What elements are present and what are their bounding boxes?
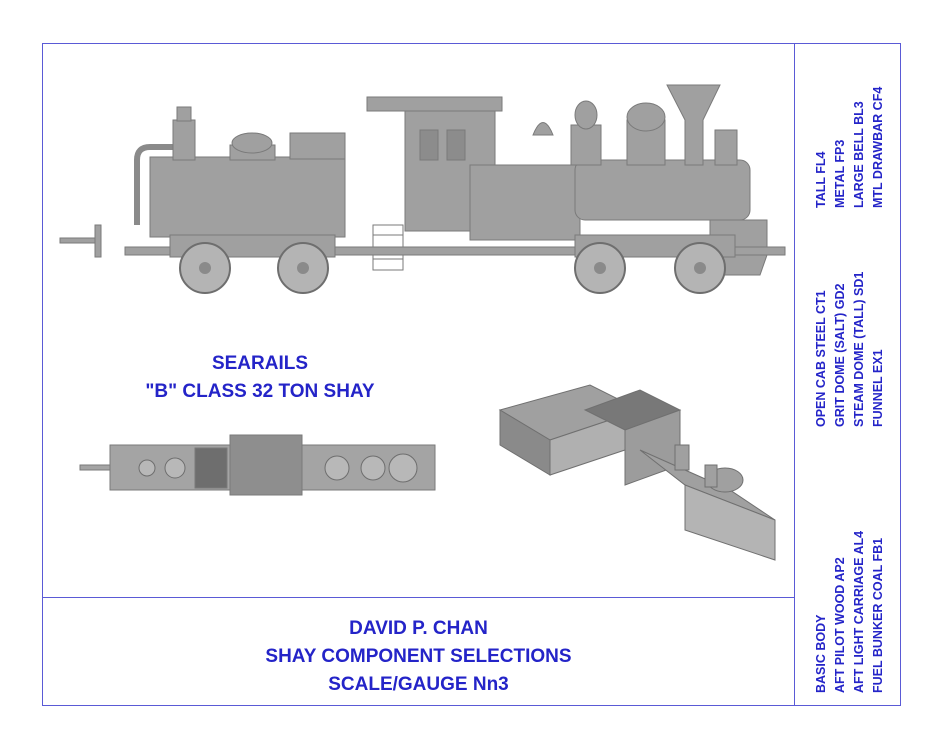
model-title: SEARAILS "B" CLASS 32 TON SHAY <box>110 350 410 406</box>
component-item: BASIC BODY <box>814 614 828 693</box>
component-item: OPEN CAB STEEL CT1 <box>814 290 828 427</box>
model-line-1: SEARAILS <box>211 353 309 374</box>
component-group-3: BASIC BODY AFT PILOT WOOD AP2 AFT LIGHT … <box>812 531 888 693</box>
component-group-1: TALL FL4 METAL FP3 LARGE BELL BL3 MTL DR… <box>812 87 888 208</box>
component-column-divider <box>794 43 795 706</box>
drawing-subject: SHAY COMPONENT SELECTIONS <box>265 646 572 667</box>
sheet-border <box>42 43 901 706</box>
plan-view <box>79 434 436 496</box>
isometric-view <box>498 384 776 561</box>
component-item: STEAM DOME (TALL) SD1 <box>852 271 866 427</box>
component-item: FUEL BUNKER COAL FB1 <box>871 537 885 693</box>
component-item: FUNNEL EX1 <box>871 349 885 427</box>
model-line-2: "B" CLASS 32 TON SHAY <box>145 381 375 402</box>
component-item: LARGE BELL BL3 <box>852 101 866 208</box>
component-item: GRIT DOME (SALT) GD2 <box>833 283 847 427</box>
component-item: AFT PILOT WOOD AP2 <box>833 557 847 693</box>
component-group-2: OPEN CAB STEEL CT1 GRIT DOME (SALT) GD2 … <box>812 272 888 427</box>
component-item: AFT LIGHT CARRIAGE AL4 <box>852 530 866 693</box>
title-block-divider <box>42 597 795 598</box>
side-elevation-view <box>59 84 786 294</box>
component-item: TALL FL4 <box>814 151 828 208</box>
author-name: DAVID P. CHAN <box>349 618 488 639</box>
title-block: DAVID P. CHAN SHAY COMPONENT SELECTIONS … <box>42 615 795 699</box>
component-item: METAL FP3 <box>833 139 847 208</box>
scale-gauge: SCALE/GAUGE Nn3 <box>328 674 509 695</box>
component-item: MTL DRAWBAR CF4 <box>871 86 885 208</box>
